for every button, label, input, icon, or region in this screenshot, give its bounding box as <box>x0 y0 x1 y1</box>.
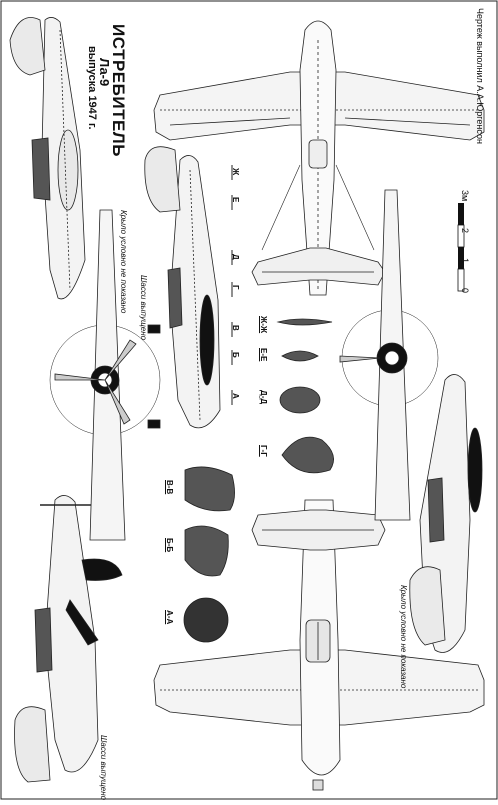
credit: Чертеж выполнил А.А.Юргенсон <box>475 8 485 144</box>
top-view-lower <box>153 499 485 791</box>
note-wing-2: Крыло условно не показано <box>399 585 408 688</box>
section-label: А-А <box>165 610 174 625</box>
section-label: Г-Г <box>259 445 268 457</box>
scale-tick-3: 3м <box>460 190 470 202</box>
section-label: В-В <box>165 480 174 495</box>
section-zh <box>276 318 333 326</box>
scale-tick-0: 0 <box>460 288 470 294</box>
section-e <box>281 350 319 362</box>
section-a <box>183 597 229 643</box>
station-letter: Г <box>231 285 240 290</box>
wing-not-shown-note-2: Крыло условно не показано <box>399 585 408 689</box>
station-letter: Б <box>231 352 240 358</box>
station-letter: В <box>231 325 240 331</box>
section-label: Б-Б <box>165 538 174 553</box>
station-letter: Д <box>231 254 240 260</box>
note-gear-1: Шасси выпущено <box>139 275 148 340</box>
section-label: Д-Д <box>259 390 268 405</box>
section-label: Ж-Ж <box>259 316 268 334</box>
side-view-right-lower <box>409 374 483 653</box>
gear-down-note-1: Шасси выпущено <box>139 275 148 341</box>
subtitle-block: выпуска 1947 г. <box>86 46 98 130</box>
title: ИСТРЕБИТЕЛЬ <box>109 24 128 157</box>
side-view-left-lower <box>14 495 123 783</box>
section-d <box>279 386 321 414</box>
note-wing-1: Крыло условно не показано <box>119 210 128 313</box>
side-view-center <box>144 146 221 429</box>
front-view-right <box>339 189 439 521</box>
top-view-upper <box>153 20 485 296</box>
gear-down-note-2: Шасси выпущено <box>99 735 108 801</box>
model: Ла-9 <box>97 58 112 87</box>
section-v <box>184 466 235 512</box>
cross-sections <box>183 318 334 643</box>
section-b <box>184 525 229 577</box>
model-block: Ла-9 <box>97 58 112 86</box>
note-gear-2: Шасси выпущено <box>99 735 108 800</box>
scale-tick-2: 2 <box>460 228 470 234</box>
station-letter: Е <box>231 197 240 203</box>
scale-bar <box>457 203 465 292</box>
title-block: ИСТРЕБИТЕЛЬ <box>108 24 128 157</box>
section-g <box>281 436 334 474</box>
section-label: Е-Е <box>259 348 268 362</box>
scale-tick-1: 1 <box>460 258 470 264</box>
station-letter: Ж <box>231 168 240 176</box>
side-view-left-upper <box>9 17 86 300</box>
credit-text: Чертеж выполнил А.А.Юргенсон <box>472 8 490 144</box>
subtitle: выпуска 1947 г. <box>86 46 98 130</box>
wing-not-shown-note-1: Крыло условно не показано <box>119 210 128 314</box>
station-letter: А <box>231 393 240 399</box>
front-view-left <box>49 209 161 541</box>
